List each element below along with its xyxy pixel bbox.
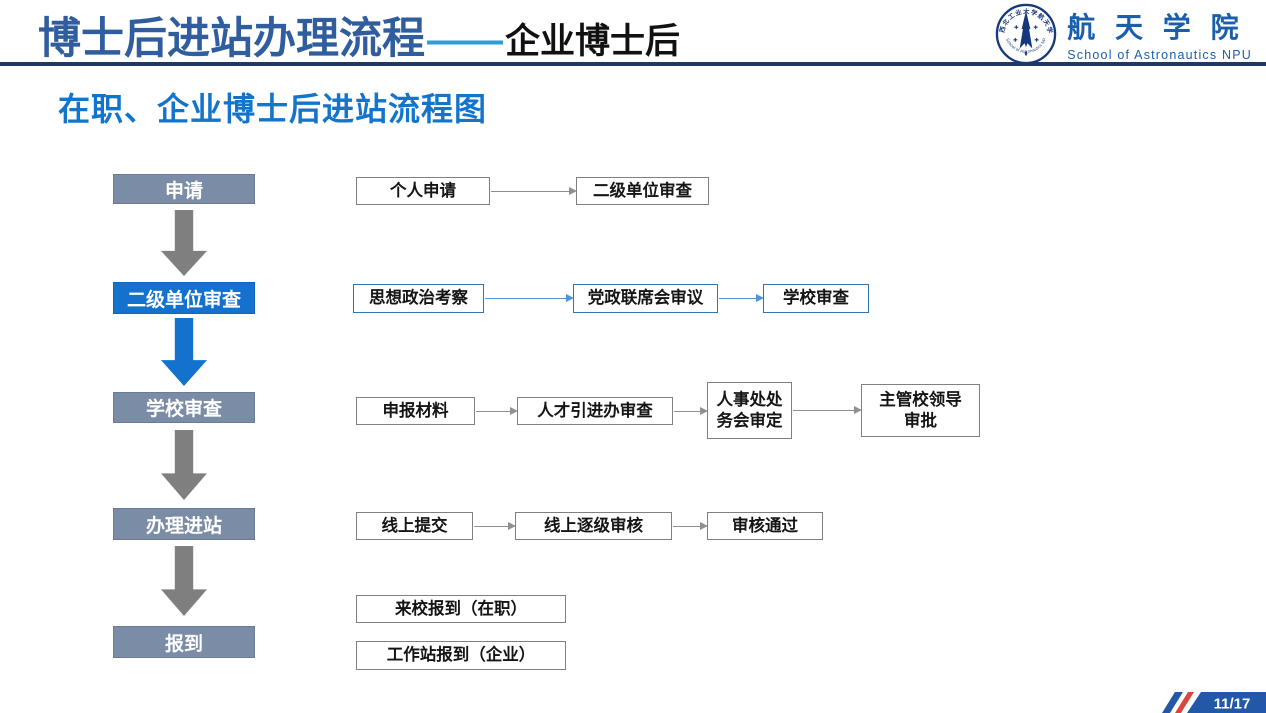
slide-title-main: 博士后进站办理流程 xyxy=(38,15,425,63)
flow-box: 申报材料 xyxy=(356,397,475,425)
flow-box-line: 主管校领导 xyxy=(879,390,962,409)
stage-register: 报到 xyxy=(113,626,255,658)
right-arrow-icon xyxy=(491,187,577,195)
section-title: 在职、企业博士后进站流程图 xyxy=(58,91,488,127)
header-divider xyxy=(0,62,1266,66)
flow-box: 党政联席会审议 xyxy=(573,284,718,313)
right-arrow-icon xyxy=(474,522,516,530)
flow-box: 人事处处 务会审定 xyxy=(707,382,792,439)
logo-name-en: School of Astronautics NPU xyxy=(1067,48,1252,62)
flow-box: 线上逐级审核 xyxy=(515,512,672,540)
flow-box: 思想政治考察 xyxy=(353,284,484,313)
right-arrow-icon xyxy=(476,407,518,415)
logo-text: 航 天 学 院 School of Astronautics NPU xyxy=(1067,6,1252,62)
page-number-badge: 11/17 xyxy=(1162,692,1266,713)
flow-box-line: 务会审定 xyxy=(716,411,783,430)
right-arrow-icon xyxy=(673,522,708,530)
logo-name-cn: 航 天 学 院 xyxy=(1067,12,1245,43)
flow-box: 审核通过 xyxy=(707,512,823,540)
down-arrow-icon xyxy=(161,318,207,386)
flow-box: 主管校领导 审批 xyxy=(861,384,980,437)
school-emblem-icon: 西北工业大学航天学院 School of Astronautics NPU xyxy=(995,3,1057,65)
flow-box-line: 人事处处 xyxy=(716,390,783,409)
flow-box: 二级单位审查 xyxy=(576,177,709,205)
flow-box: 来校报到（在职） xyxy=(356,595,566,623)
right-arrow-icon xyxy=(485,294,574,302)
stage-unit-review: 二级单位审查 xyxy=(113,282,255,314)
down-arrow-icon xyxy=(161,546,207,616)
right-arrow-icon xyxy=(719,294,764,302)
down-arrow-icon xyxy=(161,210,207,276)
flow-box: 线上提交 xyxy=(356,512,473,540)
right-arrow-icon xyxy=(793,406,862,414)
stage-school-review: 学校审查 xyxy=(113,392,255,423)
stage-apply: 申请 xyxy=(113,174,255,204)
right-arrow-icon xyxy=(674,407,708,415)
title-dash: —— xyxy=(427,18,503,62)
flow-box: 工作站报到（企业） xyxy=(356,641,566,670)
slide-title: 博士后进站办理流程 —— 企业博士后 xyxy=(38,4,680,66)
flow-box: 学校审查 xyxy=(763,284,869,313)
flow-box-line: 审批 xyxy=(904,411,937,430)
school-logo: 西北工业大学航天学院 School of Astronautics NPU 航 … xyxy=(995,3,1252,65)
slide-title-suffix: 企业博士后 xyxy=(505,22,681,61)
stage-entry: 办理进站 xyxy=(113,508,255,540)
page-number: 11/17 xyxy=(1214,696,1251,713)
flow-box: 人才引进办审查 xyxy=(517,397,673,425)
flow-box: 个人申请 xyxy=(356,177,490,205)
down-arrow-icon xyxy=(161,430,207,500)
